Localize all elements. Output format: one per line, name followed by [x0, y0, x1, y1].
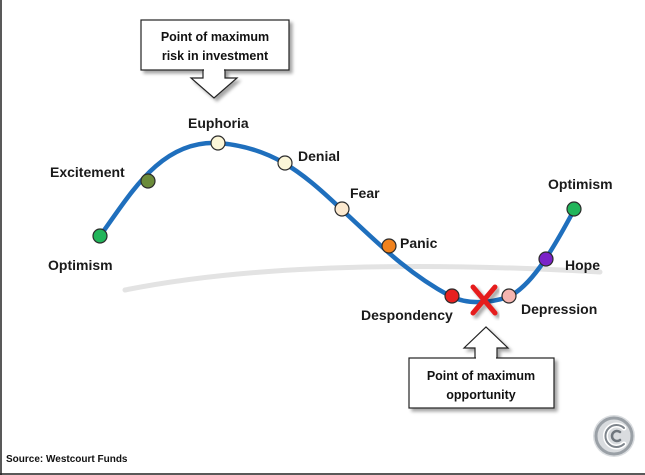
label-denial: Denial [298, 148, 340, 164]
optimism-start-dot [92, 228, 108, 244]
euphoria-dot [210, 135, 226, 151]
bottom-callout: Point of maximum opportunity [408, 326, 555, 409]
top-callout-box [140, 19, 290, 71]
optimism-end-dot [566, 201, 582, 217]
cycle-curve [97, 140, 577, 305]
label-hope: Hope [565, 257, 600, 273]
ground-shadow [122, 263, 603, 293]
label-depression: Depression [521, 301, 597, 317]
bottom-x-marker [470, 284, 498, 316]
bottom-callout-box [408, 357, 555, 409]
label-despondency: Despondency [361, 307, 453, 323]
panic-dot [381, 238, 397, 254]
despondency-dot [444, 288, 460, 304]
top-callout-arrow [189, 69, 239, 99]
label-euphoria: Euphoria [188, 115, 249, 131]
fear-dot [334, 201, 350, 217]
label-fear: Fear [350, 185, 380, 201]
excitement-dot [140, 173, 156, 189]
label-excitement: Excitement [50, 164, 125, 180]
top-callout-line1: Point of maximum [161, 30, 269, 44]
source-note: Source: Westcourt Funds [6, 454, 128, 465]
label-optimism-start: Optimism [48, 257, 113, 273]
stage-markers [92, 135, 582, 304]
bottom-callout-line2: opportunity [446, 388, 515, 402]
top-callout-line2: risk in investment [162, 49, 269, 63]
label-optimism-end: Optimism [548, 176, 613, 192]
top-callout: Point of maximum risk in investment [140, 19, 290, 99]
denial-dot [277, 155, 293, 171]
hope-dot [538, 251, 554, 267]
label-panic: Panic [400, 235, 438, 251]
westcourt-logo-icon [593, 415, 635, 457]
depression-dot [501, 288, 517, 304]
bottom-callout-line1: Point of maximum [427, 369, 535, 383]
